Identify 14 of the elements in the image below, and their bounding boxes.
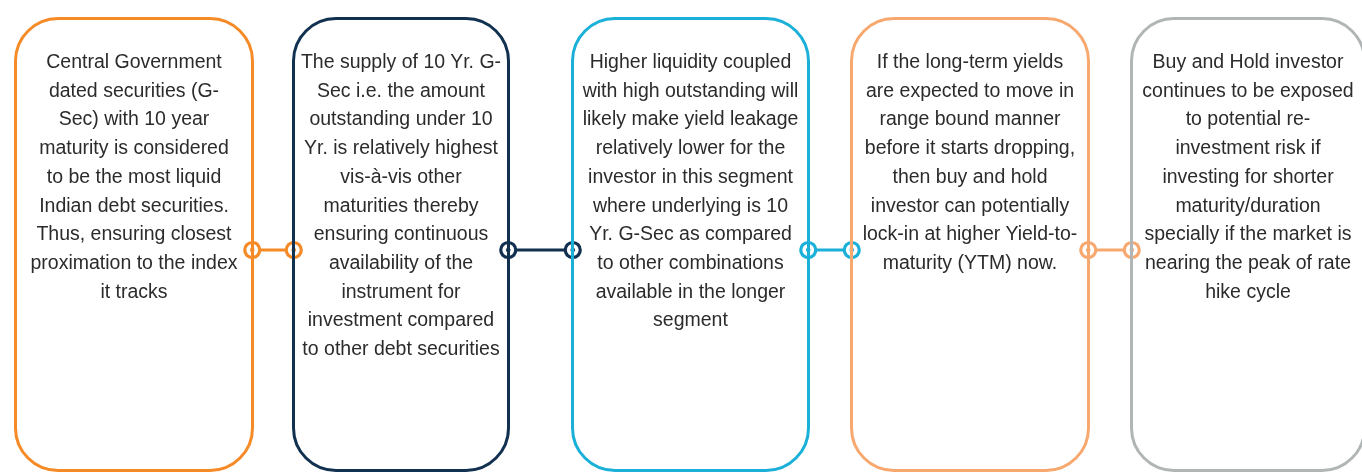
step-text: Higher liquidity coupled with high outstanding will likely make yield leakage relatively lower for the investor in this segment where underlying is 10 Yr. G-Sec as compared to other combinations available in the longer segment bbox=[581, 49, 800, 333]
step-text: Buy and Hold investor continues to be exposed to potential re-investment risk if investing for shorter maturity/duration specially if the market is nearing the peak of rate hike cycle bbox=[1141, 49, 1355, 304]
step-card bbox=[571, 17, 810, 472]
connector bbox=[1079, 240, 1141, 260]
connector bbox=[799, 240, 861, 260]
step-text: Central Government dated securities (G-Sec) with 10 year maturity is considered to be the most liquid Indian debt securities. Thus, ensuring closest proximation to the index it tracks bbox=[29, 49, 239, 304]
connector bbox=[243, 240, 303, 260]
step-card bbox=[292, 17, 510, 472]
step-card bbox=[850, 17, 1090, 472]
step-card bbox=[14, 17, 254, 472]
connector bbox=[499, 240, 582, 260]
step-card bbox=[1130, 17, 1362, 472]
step-text: If the long-term yields are expected to move in range bound manner before it starts dropping, then buy and hold investor can potentially lock-in at higher Yield-to-maturity (YTM) now. bbox=[861, 49, 1079, 275]
step-text: The supply of 10 Yr. G-Sec i.e. the amount outstanding under 10 Yr. is relatively highest vis-à-vis other maturities thereby ensuring continuous availability of the instrument for investment compared to other debt securities bbox=[299, 49, 503, 362]
